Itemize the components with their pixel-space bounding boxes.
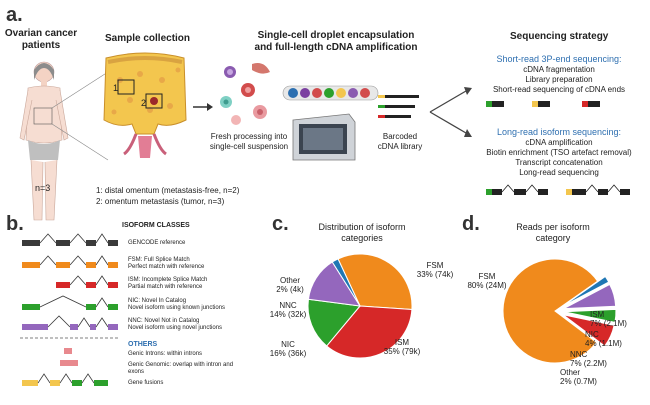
pie-c-label-fsm: FSM 33% (74k)	[410, 261, 460, 279]
others-label: Gene fusions	[128, 380, 164, 386]
isoform-class-label: GENCODE reference	[128, 240, 186, 246]
short-read-title: Short-read 3P-end sequencing:	[496, 54, 622, 64]
chart-c-title: Distribution of isoform categories	[318, 222, 406, 243]
pie-slice-fsm	[337, 253, 413, 310]
pie-d-label-nnc: NNC 7% (2.2M)	[570, 350, 630, 368]
panel-c-letter: c.	[272, 213, 289, 235]
short-read-step: cDNA fragmentation	[523, 65, 595, 74]
long-read-step: Transcript concatenation	[515, 158, 603, 167]
category-name: ISM	[394, 338, 410, 347]
pie-slice-fsm	[502, 258, 599, 364]
cells-illustration	[220, 63, 270, 125]
barcoded-library-text: Barcoded cDNA library	[377, 132, 423, 151]
category-name: Other	[560, 368, 581, 377]
isoform-class-desc: Partial match with reference	[128, 284, 203, 290]
pie-d-label-fsm: FSM 80% (24M)	[462, 272, 512, 290]
category-value: 2% (0.7M)	[560, 377, 597, 386]
isoform-class-diagrams	[20, 233, 120, 366]
long-read-step: cDNA amplification	[525, 138, 593, 147]
pie-slice-nnc	[563, 283, 617, 310]
category-name: NNC	[279, 301, 297, 310]
category-name: FSM	[478, 272, 496, 281]
category-name: NNC	[570, 350, 588, 359]
category-name: FSM	[426, 261, 444, 270]
category-value: 7% (2.1M)	[590, 319, 627, 328]
category-value: 33% (74k)	[416, 270, 454, 279]
category-value: 4% (1.1M)	[585, 339, 622, 348]
pie-c-label-other: Other 2% (4k)	[270, 276, 310, 294]
others-label: Genic Genomic: overlap with intron and	[128, 362, 234, 368]
chart-d-title: Reads per isoform category	[516, 222, 590, 243]
short-read-step: Library preparation	[525, 75, 593, 84]
category-name: NIC	[281, 340, 295, 349]
isoform-class-label: NIC: Novel In Catalog	[128, 298, 187, 304]
droplet-channel	[282, 85, 379, 101]
pie-chart-reads-per-category	[502, 258, 617, 364]
fresh-processing-text: Fresh processing into single-cell suspen…	[209, 132, 289, 151]
others-title: OTHERS	[128, 341, 158, 348]
pie-chart-isoform-distribution	[307, 253, 413, 359]
gene-fusion-diagram	[22, 373, 108, 386]
patients-n: n=3	[35, 183, 51, 193]
pie-slice-other	[562, 275, 610, 307]
patients-label: Ovarian cancer patients	[4, 28, 78, 51]
isoform-class-desc: Novel isoform using novel junctions	[128, 325, 223, 331]
long-read-transcripts	[486, 184, 630, 195]
short-read-fragments	[486, 101, 600, 107]
pie-slice-ism	[562, 314, 615, 347]
category-name: Other	[279, 276, 300, 285]
pie-c-label-nic: NIC 16% (36k)	[264, 340, 312, 358]
others-label: exons	[128, 369, 145, 375]
pie-d-label-ism: ISM 7% (2.1M)	[590, 310, 648, 328]
panel-b-letter: b.	[6, 213, 24, 235]
isoform-class-desc: Novel isoform using known junctions	[128, 305, 226, 311]
pie-slice-other	[331, 258, 361, 307]
pie-slice-nic	[563, 308, 617, 323]
patient-figure-icon	[19, 61, 69, 221]
category-value: 80% (24M)	[467, 281, 507, 290]
category-value: 16% (36k)	[269, 349, 307, 358]
category-value: 7% (2.2M)	[570, 359, 607, 368]
sample-collection-title: Sample collection	[105, 33, 191, 44]
panel-d-letter: d.	[462, 213, 480, 235]
arrow-right-icon	[193, 103, 213, 111]
others-label: Genic Introns: within introns	[128, 351, 203, 357]
split-arrows	[429, 87, 472, 137]
region-1-label: 1	[113, 83, 119, 93]
category-value: 14% (32k)	[269, 310, 307, 319]
pie-d-label-nic: NIC 4% (1.1M)	[585, 330, 645, 348]
pie-slice-ism	[326, 305, 413, 359]
pie-slice-nic	[307, 298, 361, 347]
sequencer-instrument-icon	[292, 113, 356, 161]
long-read-step: Biotin enrichment (TSO artefact removal)	[486, 148, 632, 157]
site-1-text: 1: distal omentum (metastasis-free, n=2)	[96, 186, 240, 195]
long-read-title: Long-read isoform sequencing:	[496, 127, 622, 137]
isoform-class-label: ISM: Incomplete Splice Match	[128, 277, 208, 283]
site-2-text: 2: omentum metastasis (tumor, n=3)	[96, 197, 225, 206]
omentum-illustration	[103, 52, 187, 158]
pie-c-label-nnc: NNC 14% (32k)	[264, 301, 312, 319]
category-value: 35% (79k)	[383, 347, 421, 356]
isoform-class-desc: Perfect match with reference	[128, 264, 205, 270]
pie-d-label-other: Other 2% (0.7M)	[560, 368, 620, 386]
panel-a-letter: a.	[6, 4, 23, 26]
short-read-step: Short-read sequencing of cDNA ends	[492, 85, 626, 94]
category-value: 2% (4k)	[276, 285, 304, 294]
isoform-class-label: FSM: Full Splice Match	[128, 257, 190, 263]
encapsulation-title: Single-cell droplet encapsulation and fu…	[254, 30, 418, 53]
isoform-classes-title: ISOFORM CLASSES	[122, 222, 190, 229]
strategy-title: Sequencing strategy	[510, 31, 609, 42]
pie-c-label-ism: ISM 35% (79k)	[376, 338, 428, 356]
region-2-label: 2	[141, 98, 147, 108]
barcoded-library-icon	[378, 95, 419, 118]
long-read-step: Long-read sequencing	[519, 168, 599, 177]
category-name: NIC	[585, 330, 599, 339]
isoform-class-label: NNC: Novel Not in Catalog	[128, 318, 200, 324]
category-name: ISM	[590, 310, 605, 319]
